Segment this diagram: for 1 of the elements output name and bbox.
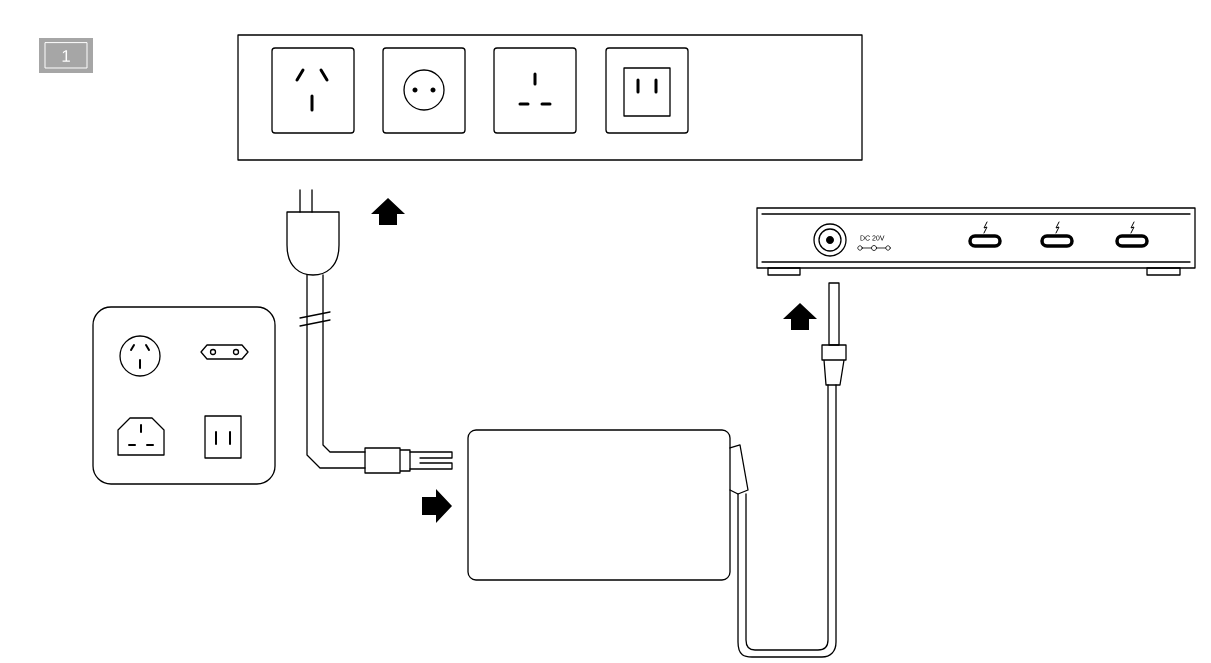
step-number-badge: 1 — [39, 38, 93, 73]
